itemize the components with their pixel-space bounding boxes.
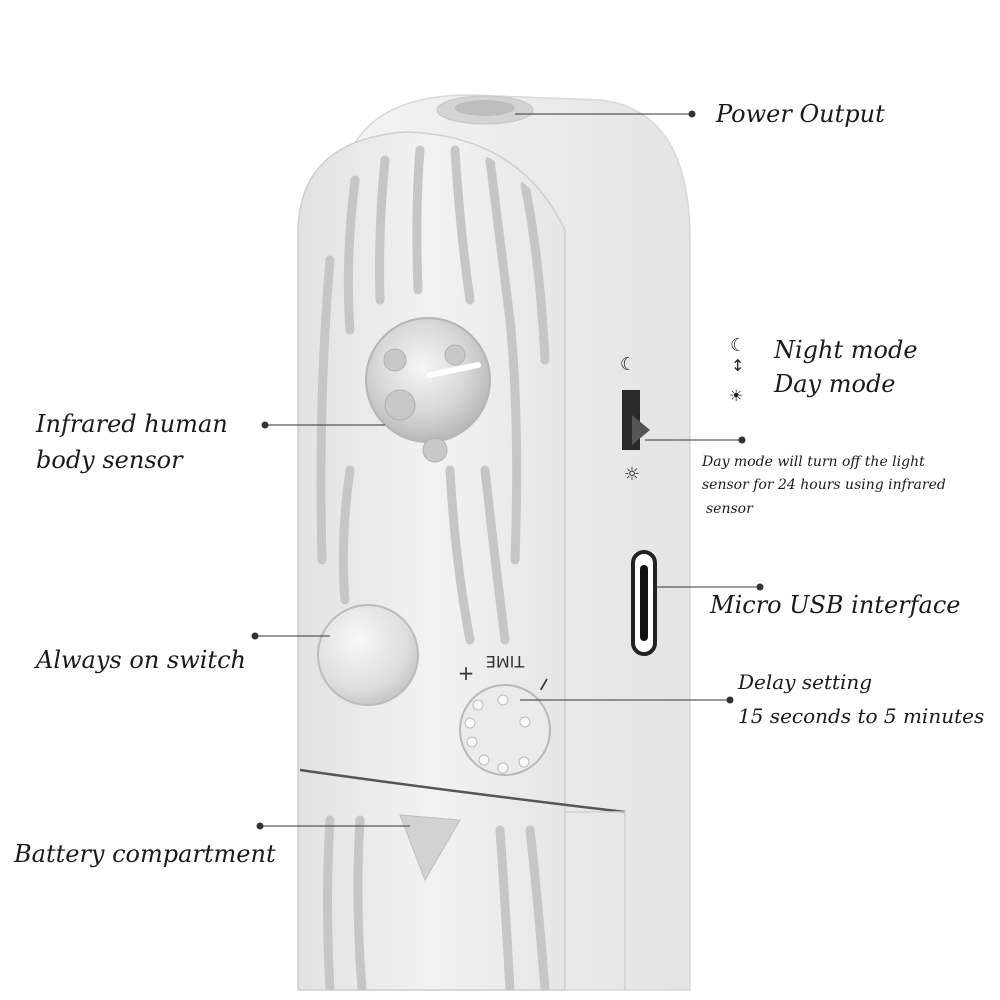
label-delay-line1: Delay setting	[738, 670, 873, 694]
label-infrared-line1: Infrared human	[36, 410, 228, 438]
label-delay-line2: 15 seconds to 5 minutes	[738, 704, 985, 728]
leader-lines	[251, 110, 764, 830]
label-night-mode: Night mode	[774, 336, 918, 364]
mode-switch	[622, 390, 650, 450]
dial-time-label: TIME	[486, 652, 525, 671]
infrared-sensor-lens	[365, 317, 491, 443]
label-power-output: Power Output	[716, 100, 885, 128]
label-day-mode-note-line2: sensor for 24 hours using infrared	[702, 477, 946, 493]
label-always-on: Always on switch	[36, 646, 246, 674]
always-on-switch	[317, 604, 419, 706]
label-micro-usb: Micro USB interface	[710, 591, 961, 619]
battery-compartment-seam	[299, 768, 626, 814]
label-day-mode: Day mode	[774, 370, 896, 398]
dial-plus-label: +	[458, 661, 475, 685]
label-day-mode-note-line1: Day mode will turn off the light	[702, 454, 925, 470]
front-grooves	[316, 145, 550, 990]
switch-moon-icon: ☾	[620, 354, 636, 375]
label-infrared-line2: body sensor	[36, 446, 183, 474]
battery-arrow	[399, 814, 461, 882]
moon-icon: ☾	[730, 335, 747, 356]
label-battery: Battery compartment	[14, 840, 276, 868]
sun-icon: ☀	[729, 386, 744, 405]
switch-sun-icon: ☼	[624, 464, 640, 485]
label-day-mode-note-line3: sensor	[706, 501, 753, 517]
up-down-arrow-icon: ↕	[731, 356, 745, 375]
